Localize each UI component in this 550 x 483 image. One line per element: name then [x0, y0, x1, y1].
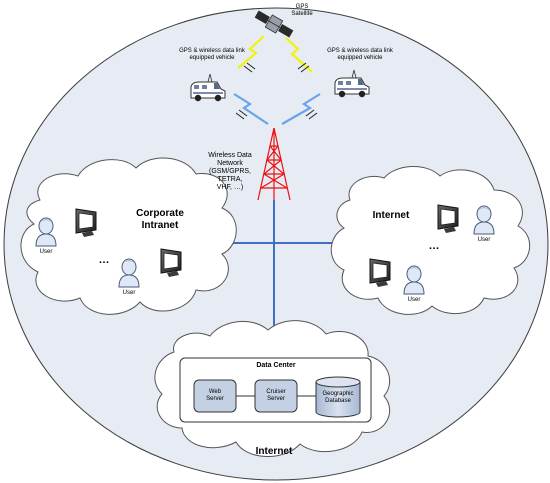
- corporate-user-label-2: User: [122, 290, 136, 296]
- web-server-label: Web Server: [206, 389, 224, 402]
- vehicle-left-label: GPS & wireless data link equipped vehicl…: [179, 48, 245, 61]
- tower-label: Wireless Data Network (GSM/GPRS, TETRA, …: [208, 152, 252, 192]
- datacenter-title: Data Center: [256, 362, 296, 369]
- corporate-title: Corporate Intranet: [136, 208, 184, 231]
- signal-blue-left: [233, 93, 269, 125]
- vehicle-right-label: GPS & wireless data link equipped vehicl…: [327, 48, 393, 61]
- internet-bottom-title: Internet: [255, 446, 293, 457]
- internet-right-title: Internet: [372, 210, 410, 221]
- signal-yellow-left: [237, 35, 265, 69]
- signal-blue-right: [281, 93, 321, 125]
- internet-right-user-label-1: User: [477, 237, 491, 243]
- corporate-ellipsis: …: [98, 254, 110, 266]
- internet-right-ellipsis: …: [428, 240, 440, 252]
- tower-icon: [257, 127, 291, 201]
- signal-ticks: [235, 62, 318, 120]
- satellite-label: GPS Satellite: [291, 4, 313, 17]
- internet-right-user-label-2: User: [407, 297, 421, 303]
- database-cylinder: [315, 376, 361, 418]
- signal-yellow-right: [285, 37, 313, 73]
- database-label: Geographic Database: [322, 391, 354, 404]
- cruiser-server-label: Cruiser Server: [266, 389, 286, 402]
- corporate-cloud: [20, 157, 237, 315]
- satellite-icon: [254, 10, 294, 38]
- corporate-user-label-1: User: [39, 249, 53, 255]
